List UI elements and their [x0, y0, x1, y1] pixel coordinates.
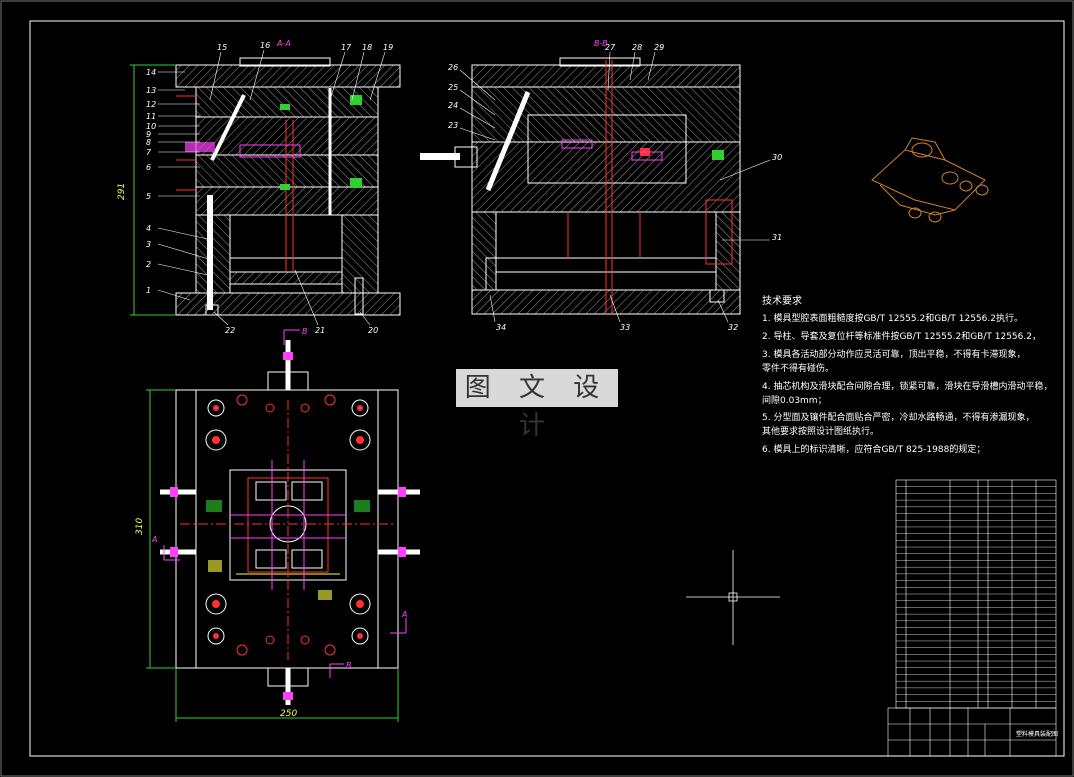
section-label-b: B-B — [594, 39, 608, 48]
part-number: 33 — [620, 323, 630, 332]
part-number: 2 — [146, 260, 151, 269]
part-number: 14 — [146, 68, 156, 77]
part-number: 19 — [383, 43, 393, 52]
cut-marker-b-top: B — [302, 327, 308, 336]
part-number: 4 — [146, 224, 151, 233]
part-number: 17 — [341, 43, 352, 52]
inner-frame — [29, 20, 1065, 757]
dimension-height-left: 291 — [117, 183, 127, 200]
part-number: 25 — [448, 83, 458, 92]
cut-marker-b-bottom: B — [346, 661, 352, 670]
part-number: 27 — [605, 43, 616, 52]
tech-requirement-item: 4. 抽芯机构及滑块配合间隙合理，锁紧可靠，滑块在导滑槽内滑动平稳， — [762, 382, 1053, 392]
part-number: 9 — [146, 130, 151, 139]
part-number: 6 — [146, 163, 151, 172]
section-view-b-b — [420, 57, 741, 315]
part-number: 22 — [225, 326, 235, 335]
crosshair-cursor-icon — [686, 550, 780, 645]
tech-requirement-item: 6. 模具上的标识清晰，应符合GB/T 825-1988的规定； — [762, 445, 986, 455]
part-number: 32 — [728, 323, 738, 332]
part-number: 29 — [654, 43, 664, 52]
part-number: 20 — [368, 326, 378, 335]
title-block-name: 塑料模具装配图 — [1016, 730, 1058, 738]
part-number: 21 — [315, 326, 325, 335]
tech-requirement-item: 零件不得有碰伤。 — [762, 364, 835, 374]
title-block — [887, 707, 1057, 757]
tech-requirements-title: 技术要求 — [762, 296, 802, 307]
part-number: 3 — [146, 240, 151, 249]
part-number: 28 — [632, 43, 642, 52]
plan-view — [146, 329, 420, 722]
cut-marker-a-right: A — [401, 610, 407, 619]
view-b-leaders — [459, 51, 771, 323]
part-isometric-view — [871, 137, 989, 223]
part-number: 5 — [146, 192, 151, 201]
tech-requirement-item: 3. 模具各活动部分动作应灵活可靠，顶出平稳，不得有卡滞现象， — [762, 350, 1026, 360]
tech-requirement-item: 2. 导柱、导套及复位杆等标准件按GB/T 12555.2和GB/T 12556… — [762, 332, 1041, 342]
tech-requirement-item: 5. 分型面及镶件配合面贴合严密，冷却水路畅通，不得有渗漏现象， — [762, 413, 1035, 423]
part-number: 1 — [146, 286, 151, 295]
part-number: 12 — [146, 100, 156, 109]
part-number: 30 — [772, 153, 782, 162]
part-number: 11 — [146, 112, 156, 121]
part-number: 7 — [146, 148, 152, 157]
view-a-part-numbers: 14 13 12 11 10 9 8 7 6 5 4 3 2 1 15 16 1… — [146, 41, 393, 335]
dimension-width-plan: 250 — [280, 709, 297, 719]
tech-requirement-item: 1. 模具型腔表面粗糙度按GB/T 12555.2和GB/T 12556.2执行… — [762, 314, 1023, 324]
part-number: 34 — [496, 323, 506, 332]
part-number: 16 — [260, 41, 270, 50]
view-a-leaders — [157, 49, 386, 326]
part-number: 24 — [448, 101, 458, 110]
view-b-part-numbers: 26 25 24 23 27 28 29 30 31 32 33 34 — [448, 43, 782, 332]
part-number: 23 — [448, 121, 458, 130]
part-number: 18 — [362, 43, 372, 52]
watermark-banner: 图 文 设 计 — [456, 369, 618, 441]
tech-requirement-item: 其他要求按照设计图纸执行。 — [762, 427, 880, 437]
part-number: 10 — [146, 122, 156, 131]
part-number: 8 — [146, 138, 151, 147]
parts-list-rows — [896, 486, 1056, 702]
part-number: 15 — [217, 43, 227, 52]
tech-requirement-item: 间隙0.03mm； — [762, 396, 827, 406]
section-label-a: A-A — [276, 39, 291, 48]
part-number: 26 — [448, 63, 458, 72]
cut-marker-a-left: A — [151, 535, 157, 544]
part-number: 13 — [146, 86, 156, 95]
dimension-height-plan: 310 — [135, 518, 145, 535]
part-number: 31 — [772, 233, 782, 242]
section-view-a-a — [130, 57, 401, 316]
